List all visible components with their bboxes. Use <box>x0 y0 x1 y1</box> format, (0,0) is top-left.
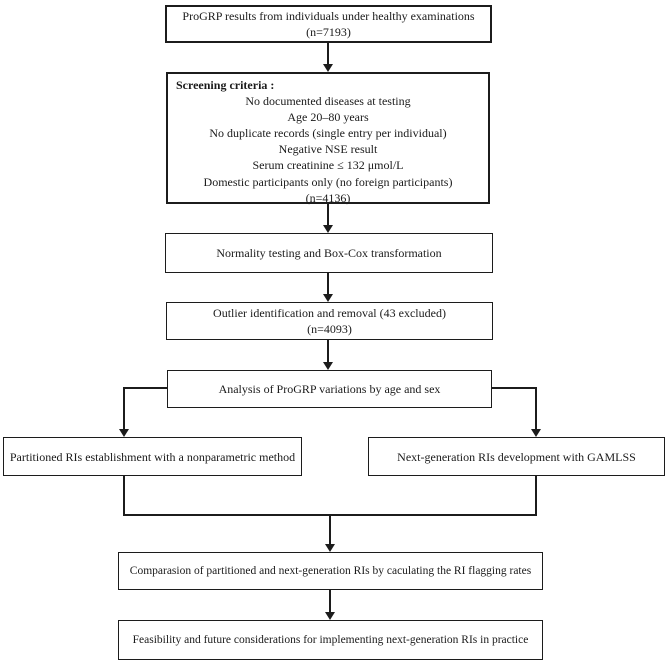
screening-item: Serum creatinine ≤ 132 μmol/L <box>252 158 404 173</box>
screening-item: Domestic participants only (no foreign p… <box>203 174 453 189</box>
screening-item: Negative NSE result <box>278 142 378 157</box>
arrow-normality-to-outlier-stem <box>327 273 329 295</box>
box-partitioned-ris: Partitioned RIs establishment with a non… <box>3 437 302 476</box>
screening-item: Age 20–80 years <box>287 110 369 125</box>
arrow-comparison-to-feasibility-head <box>325 612 335 620</box>
box-outlier-removal: Outlier identification and removal (43 e… <box>166 302 493 340</box>
arrow-normality-to-outlier-head <box>323 294 333 302</box>
merge-center-vertical <box>329 514 331 545</box>
box-feasibility: Feasibility and future considerations fo… <box>118 620 543 660</box>
screening-item: No duplicate records (single entry per i… <box>209 126 447 141</box>
comparison-label: Comparasion of partitioned and next-gene… <box>129 565 532 577</box>
merge-left-vertical <box>123 476 125 516</box>
box-next-gen-ris: Next-generation RIs development with GAM… <box>368 437 665 476</box>
screening-heading: Screening criteria : <box>176 78 275 92</box>
partitioned-label: Partitioned RIs establishment with a non… <box>9 449 296 464</box>
arrow-to-comparison-head <box>325 544 335 552</box>
arrow-outlier-to-analysis-stem <box>327 340 329 363</box>
branch-right-horizontal <box>492 387 537 389</box>
source-count: (n=7193) <box>306 25 351 39</box>
arrow-source-to-screening-stem <box>327 43 329 65</box>
arrow-to-partitioned-head <box>119 429 129 437</box>
arrow-screening-to-normality-head <box>323 225 333 233</box>
box-normality-testing: Normality testing and Box-Cox transforma… <box>165 233 493 273</box>
outlier-count: (n=4093) <box>307 322 352 336</box>
analysis-label: Analysis of ProGRP variations by age and… <box>218 382 441 396</box>
feasibility-label: Feasibility and future considerations fo… <box>132 634 529 646</box>
normality-label: Normality testing and Box-Cox transforma… <box>216 246 442 260</box>
box-analysis: Analysis of ProGRP variations by age and… <box>167 370 492 408</box>
arrow-comparison-to-feasibility-stem <box>329 590 331 613</box>
arrow-screening-to-normality-stem <box>327 204 329 226</box>
arrow-to-nextgen-head <box>531 429 541 437</box>
screening-item: No documented diseases at testing <box>245 94 411 109</box>
screening-count: (n=4136) <box>305 190 351 205</box>
outlier-label: Outlier identification and removal (43 e… <box>213 306 446 320</box>
branch-right-vertical <box>535 387 537 430</box>
arrow-source-to-screening-head <box>323 64 333 72</box>
box-source-data: ProGRP results from individuals under he… <box>165 5 492 43</box>
box-screening-criteria: Screening criteria : No documented disea… <box>166 72 490 205</box>
box-comparison: Comparasion of partitioned and next-gene… <box>118 552 543 590</box>
source-title: ProGRP results from individuals under he… <box>182 9 475 23</box>
arrow-outlier-to-analysis-head <box>323 362 333 370</box>
merge-right-vertical <box>535 476 537 516</box>
branch-left-horizontal <box>124 387 167 389</box>
nextgen-label: Next-generation RIs development with GAM… <box>397 449 636 464</box>
branch-left-vertical <box>123 387 125 430</box>
